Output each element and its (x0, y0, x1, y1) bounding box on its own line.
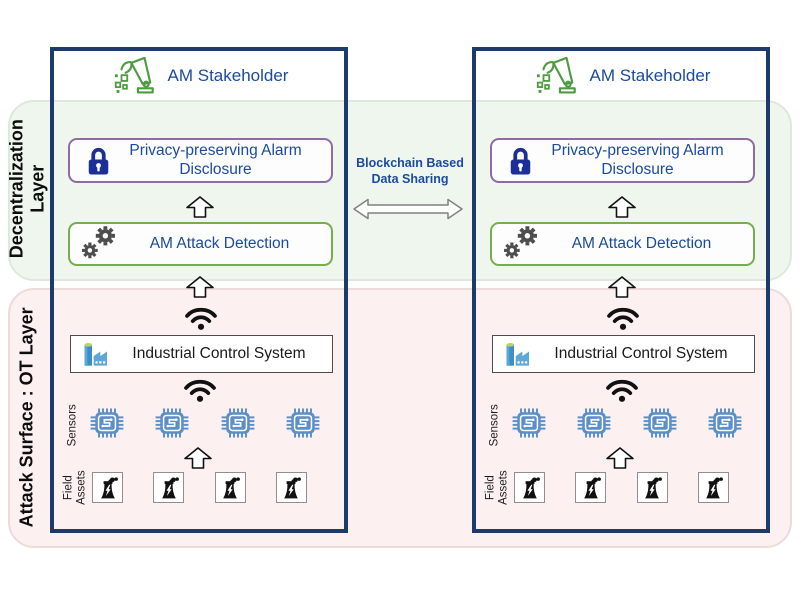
privacy-alarm-disclosure-box: Privacy-preserving Alarm Disclosure (490, 138, 755, 183)
field-asset (636, 472, 668, 503)
attack-detection-label: AM Attack Detection (571, 234, 712, 252)
privacy-alarm-disclosure-box: Privacy-preserving Alarm Disclosure (68, 138, 333, 183)
field-asset (92, 472, 123, 503)
power-plant-icon (640, 476, 664, 500)
field-assets-row (92, 472, 307, 503)
factory-icon (502, 339, 536, 369)
power-plant-icon (701, 476, 725, 500)
attack-detection-label: AM Attack Detection (149, 234, 290, 252)
blockchain-link-label-line2: Data Sharing (371, 172, 449, 186)
field-asset (514, 472, 545, 503)
column-header: AM Stakeholder (476, 51, 766, 101)
up-arrow-icon (185, 195, 215, 219)
ics-label: Industrial Control System (132, 345, 306, 362)
sensors-row (512, 408, 742, 438)
sensor-chip-icon (221, 408, 255, 438)
attack-surface-layer-label: Attack Surface : OT Layer (16, 307, 37, 528)
field-asset (153, 472, 185, 503)
lock-icon (507, 145, 534, 177)
double-arrow-icon (352, 196, 464, 222)
sensor-chip-icon (708, 408, 742, 438)
wifi-icon (604, 303, 642, 332)
blockchain-link-label-line1: Blockchain Based (356, 156, 464, 170)
attack-detection-box: AM Attack Detection (490, 222, 755, 266)
field-asset (214, 472, 246, 503)
ics-box: Industrial Control System (492, 335, 755, 373)
power-plant-icon (518, 476, 542, 500)
up-arrow-icon (605, 446, 635, 470)
stakeholder-label: AM Stakeholder (589, 66, 711, 85)
sensors-label: Sensors (488, 404, 501, 447)
stakeholder-label: AM Stakeholder (167, 66, 289, 85)
sensors-label: Sensors (66, 404, 79, 447)
decentralization-layer-label-line1: Decentralization (6, 119, 27, 259)
sensor-chip-icon (90, 408, 124, 438)
power-plant-icon (157, 476, 181, 500)
ics-label: Industrial Control System (554, 345, 728, 362)
wifi-icon (181, 375, 219, 404)
wifi-icon (182, 303, 220, 332)
sensor-chip-icon (155, 408, 189, 438)
lock-icon (85, 145, 112, 177)
field-asset (697, 472, 729, 503)
field-assets-label: Field Assets (62, 470, 87, 505)
sensor-chip-icon (577, 408, 611, 438)
privacy-alarm-disclosure-label: Privacy-preserving Alarm Disclosure (129, 141, 302, 178)
privacy-alarm-disclosure-label: Privacy-preserving Alarm Disclosure (551, 141, 724, 178)
up-arrow-icon (183, 446, 213, 470)
up-arrow-icon (185, 275, 215, 299)
sensor-chip-icon (512, 408, 546, 438)
sensors-row (90, 408, 320, 438)
up-arrow-icon (607, 275, 637, 299)
field-assets-row (514, 472, 729, 503)
blockchain-link-label: Blockchain Based Data Sharing (340, 155, 480, 187)
power-plant-icon (96, 476, 120, 500)
robot-arm-icon (110, 53, 156, 99)
field-assets-label: Field Assets (484, 470, 509, 505)
power-plant-icon (579, 476, 603, 500)
sensor-chip-icon (286, 408, 320, 438)
column-header: AM Stakeholder (54, 51, 344, 101)
stakeholder-node-1: AM Stakeholder Privacy-preserving Alarm … (50, 47, 348, 533)
field-asset (275, 472, 307, 503)
sensor-chip-icon (643, 408, 677, 438)
ics-box: Industrial Control System (70, 335, 333, 373)
power-plant-icon (218, 476, 242, 500)
gears-icon (500, 223, 542, 265)
up-arrow-icon (607, 195, 637, 219)
robot-arm-icon (532, 53, 578, 99)
decentralization-layer-label: Decentralization Layer (6, 94, 47, 284)
stakeholder-node-2: AM Stakeholder Privacy-preserving Alarm … (472, 47, 770, 533)
power-plant-icon (279, 476, 303, 500)
factory-icon (80, 339, 114, 369)
field-asset (575, 472, 607, 503)
gears-icon (78, 223, 120, 265)
wifi-icon (603, 375, 641, 404)
decentralization-layer-label-line2: Layer (27, 164, 47, 213)
attack-detection-box: AM Attack Detection (68, 222, 333, 266)
